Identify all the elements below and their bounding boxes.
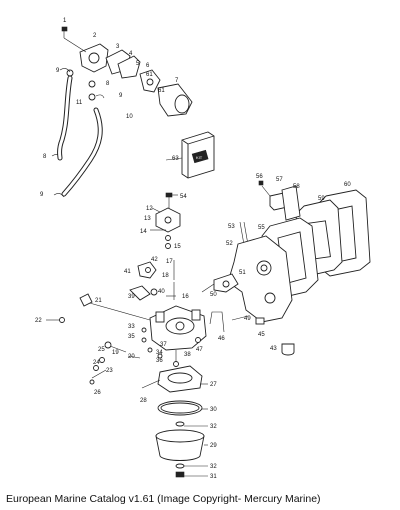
callout: 51 xyxy=(239,270,246,276)
callout: 39 xyxy=(128,294,135,300)
callout: 61 xyxy=(146,72,153,78)
callout: 2 xyxy=(93,33,97,39)
callout: 19 xyxy=(112,350,119,356)
callout: 8 xyxy=(43,154,47,160)
callout: 42 xyxy=(151,257,158,263)
exploded-parts-diagram: KIT xyxy=(35,18,371,480)
callout: 50 xyxy=(210,292,217,298)
callout: 53 xyxy=(228,224,235,230)
callout: 45 xyxy=(258,332,265,338)
callout: 37 xyxy=(160,342,167,348)
carburetor-assembly xyxy=(46,192,207,478)
callout: 56 xyxy=(256,174,263,180)
callout: 54 xyxy=(180,194,187,200)
callout: 36 xyxy=(156,358,163,364)
callout: 40 xyxy=(158,289,165,295)
callout: 58 xyxy=(293,184,300,190)
callout: 9 xyxy=(119,93,123,99)
callout: 33 xyxy=(128,324,135,330)
callout: 35 xyxy=(128,334,135,340)
callout: 10 xyxy=(126,114,133,120)
callout: 24 xyxy=(93,360,100,366)
callout: 29 xyxy=(210,443,217,449)
callout: 20 xyxy=(128,354,135,360)
callout: 55 xyxy=(258,225,265,231)
callout: 49 xyxy=(244,316,251,322)
callout: 47 xyxy=(196,347,203,353)
callout: 9 xyxy=(40,192,44,198)
callout: 16 xyxy=(182,294,189,300)
callout: 31 xyxy=(210,474,217,480)
callout: 60 xyxy=(344,182,351,188)
linkage-parts xyxy=(195,311,295,356)
leader-lines xyxy=(151,157,208,477)
callout: 46 xyxy=(218,336,225,342)
callout: 5 xyxy=(136,61,140,67)
callout: 14 xyxy=(140,229,147,235)
callout: 32 xyxy=(210,424,217,430)
image-caption: European Marine Catalog v1.61 (Image Cop… xyxy=(6,493,321,505)
callout: 23 xyxy=(106,368,113,374)
callout: 41 xyxy=(124,269,131,275)
kit-label: KIT xyxy=(196,155,203,160)
callout: 61 xyxy=(158,88,165,94)
callout: 59 xyxy=(318,196,325,202)
callout: 32 xyxy=(210,464,217,470)
reed-plate-assembly xyxy=(239,180,371,299)
plate-part xyxy=(117,55,141,79)
callout: 8 xyxy=(106,81,110,87)
callout: 3 xyxy=(116,44,120,50)
callout: 13 xyxy=(144,216,151,222)
repair-kit-box: KIT xyxy=(181,131,215,179)
callout: 15 xyxy=(174,244,181,250)
callout: 28 xyxy=(140,398,147,404)
callout: 25 xyxy=(98,347,105,353)
callout: 52 xyxy=(226,241,233,247)
callout: 38 xyxy=(184,352,191,358)
callout: 7 xyxy=(175,78,179,84)
callout: 26 xyxy=(94,390,101,396)
callout: 34 xyxy=(156,350,163,356)
callout: 18 xyxy=(162,273,169,279)
callout: 43 xyxy=(270,346,277,352)
fuel-pump-assembly xyxy=(51,26,193,198)
callout: 27 xyxy=(210,382,217,388)
callout: 4 xyxy=(129,51,133,57)
callout: 57 xyxy=(276,177,283,183)
callout: 22 xyxy=(35,318,42,324)
callout: 17 xyxy=(166,259,173,265)
callout: 30 xyxy=(210,407,217,413)
callout: 1 xyxy=(63,18,67,24)
screw-part xyxy=(61,26,68,38)
callout: 12 xyxy=(146,206,153,212)
callout: 11 xyxy=(76,100,83,106)
callout: 6 xyxy=(146,63,150,69)
callout: 21 xyxy=(95,298,102,304)
intake-manifold-part xyxy=(201,235,293,323)
fuel-hose-part xyxy=(57,75,103,197)
callout: 9 xyxy=(56,68,60,74)
